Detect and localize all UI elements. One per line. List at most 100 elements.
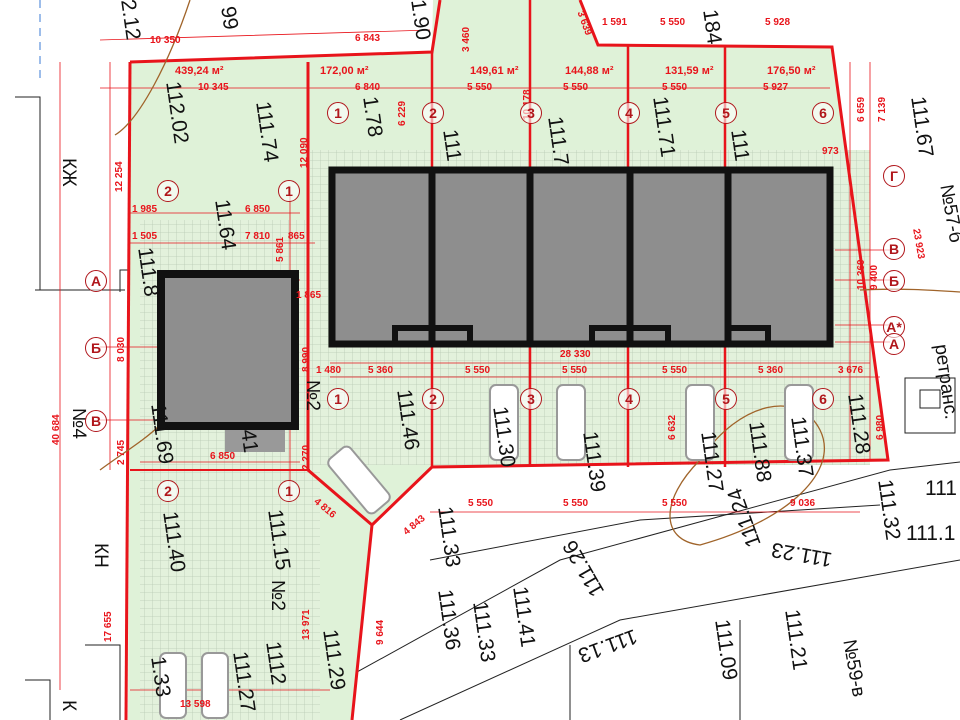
elevation-mark: 1.78	[358, 94, 387, 139]
place-label: №2	[267, 580, 288, 611]
dimension-label: 6 843	[355, 33, 381, 44]
grid-axis-marker: Г	[883, 165, 905, 187]
dimension-label: 6 980	[875, 414, 886, 440]
place-label: №2	[302, 380, 323, 411]
grid-axis-marker: 6	[812, 102, 834, 124]
porch	[225, 430, 285, 452]
dimension-label: 1 505	[132, 231, 158, 242]
dimension-label: 865	[288, 231, 305, 242]
grid-axis-marker: 1	[327, 102, 349, 124]
elevation-mark: 1.90	[406, 0, 435, 42]
grid-axis-marker: В	[85, 410, 107, 432]
neighbor-outlines	[15, 96, 960, 720]
dimension-label: 7 810	[245, 231, 271, 242]
dimension-label: 12 090	[299, 137, 310, 168]
dimension-label: 5 550	[563, 498, 589, 509]
grid-axis-marker: Б	[85, 337, 107, 359]
tree-contours	[99, 0, 960, 546]
grid-axis-marker: 5	[715, 388, 737, 410]
dimension-label: 5 861	[275, 236, 286, 262]
dimension-label: 3 460	[461, 26, 472, 52]
dimension-label: 40 684	[51, 414, 62, 445]
dimension-label: 5 928	[765, 17, 791, 28]
dimension-label: 6 659	[856, 96, 867, 122]
grid-axis-marker: 1	[278, 480, 300, 502]
grid-axis-marker: 4	[618, 388, 640, 410]
grid-axis-marker: 1	[327, 388, 349, 410]
parked-cars	[159, 384, 814, 719]
dimension-label: 13 971	[301, 609, 312, 640]
dimension-label: 6 632	[667, 414, 678, 440]
elevation-mark: 1112	[261, 639, 291, 687]
elevation-mark: 111.1	[906, 522, 956, 545]
dimension-label: 1 865	[296, 290, 322, 301]
grid-axis-marker: 2	[157, 180, 179, 202]
grid-axis-marker: 2	[422, 388, 444, 410]
elevation-mark: 1.33	[146, 654, 175, 699]
dimension-label: 1 985	[132, 204, 158, 215]
lot-area-label: 176,50 м²	[767, 65, 816, 77]
dimension-label: 1 591	[602, 17, 628, 28]
dimension-label: 10 360	[856, 259, 867, 290]
lot-area-label: 131,59 м²	[665, 65, 714, 77]
dimension-label: 9 644	[375, 619, 386, 645]
dimension-label: 10 350	[150, 35, 181, 46]
dimension-label: 5 927	[763, 82, 789, 93]
dimension-label: 5 550	[662, 365, 688, 376]
dimension-label: 5 550	[563, 82, 589, 93]
dimension-label: 13 598	[180, 699, 211, 710]
dimension-label: 9 036	[790, 498, 816, 509]
grid-axis-marker: В	[883, 238, 905, 260]
elevation-mark: 111	[438, 127, 466, 163]
elevation-mark: 184	[698, 7, 726, 46]
elevation-mark: 99	[216, 4, 243, 32]
place-label: К	[58, 700, 79, 712]
grid-axis-marker: 1	[278, 180, 300, 202]
dimension-label: 5 550	[468, 498, 494, 509]
dimension-label: 6 850	[245, 204, 271, 215]
dimension-label: 5 550	[662, 82, 688, 93]
lot-area-label: 172,00 м²	[320, 65, 369, 77]
detached-house	[157, 270, 299, 430]
dimension-label: 2 745	[116, 439, 127, 465]
dimension-label: 8 030	[116, 336, 127, 362]
lot-area-label: 149,61 м²	[470, 65, 519, 77]
dimension-label: 5 550	[662, 498, 688, 509]
lot-area-label: 439,24 м²	[175, 65, 224, 77]
elevation-mark: 2.12	[116, 0, 145, 42]
grid-axis-marker: Б	[883, 270, 905, 292]
place-label: КН	[90, 543, 111, 568]
place-label: КЖ	[58, 158, 79, 187]
grid-axis-marker: 3	[520, 102, 542, 124]
grid-axis-marker: А	[85, 270, 107, 292]
dimension-label: 6 840	[355, 82, 381, 93]
elevation-mark: 41	[236, 427, 263, 455]
dimension-label: 5 550	[660, 17, 686, 28]
grid-axis-marker: 6	[812, 388, 834, 410]
dimension-label: 5 360	[758, 365, 784, 376]
dimension-label: 6 850	[210, 451, 236, 462]
dimension-label: 12 254	[114, 161, 125, 192]
elevation-mark: 111	[925, 477, 957, 500]
grid-axis-marker: А	[883, 333, 905, 355]
dimension-label: 973	[822, 146, 839, 157]
elevation-mark: 111	[726, 127, 754, 163]
dimension-label: 1 480	[316, 365, 342, 376]
dimension-label: 8 990	[301, 346, 312, 372]
grid-axis-marker: 3	[520, 388, 542, 410]
dimension-label: 5 550	[465, 365, 491, 376]
grid-axis-marker: 4	[618, 102, 640, 124]
dimension-label: 10 345	[198, 82, 229, 93]
lot-area-label: 144,88 м²	[565, 65, 614, 77]
dimension-label: 28 330	[560, 349, 591, 360]
dimension-label: 5 550	[467, 82, 493, 93]
dimension-label: 7 139	[877, 96, 888, 122]
dimension-label: 6 229	[397, 100, 408, 126]
dimension-label: 17 655	[103, 611, 114, 642]
dimension-label: 3 676	[838, 365, 864, 376]
dimension-label: 2 270	[301, 444, 312, 470]
grid-axis-marker: 2	[157, 480, 179, 502]
grid-axis-marker: 5	[715, 102, 737, 124]
